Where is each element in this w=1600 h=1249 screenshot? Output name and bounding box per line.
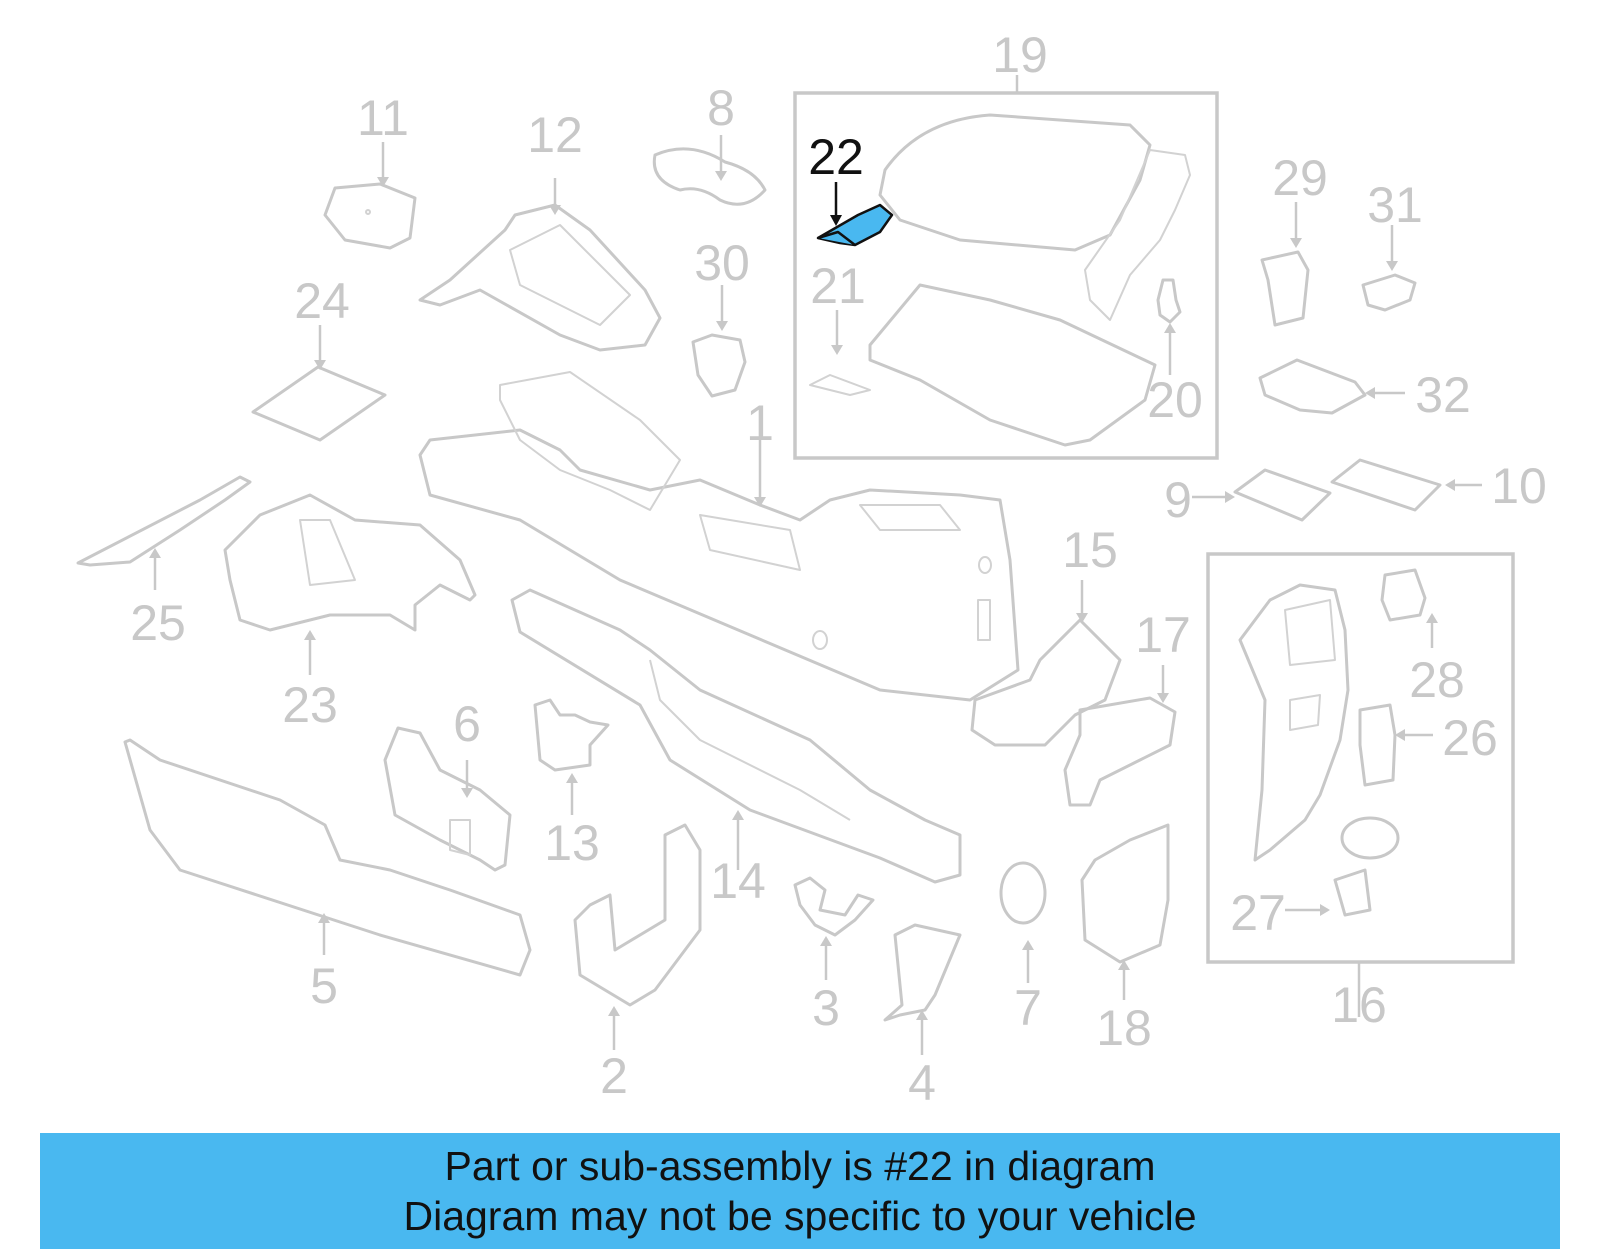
banner-line-2: Diagram may not be specific to your vehi… (403, 1193, 1197, 1239)
callout-17: 17 (1135, 607, 1191, 663)
part-5-side-panel[interactable] (123, 738, 532, 977)
part-21-storage-bin[interactable] (809, 283, 1157, 447)
part-27-cup[interactable] (1333, 816, 1400, 917)
callout-23: 23 (282, 677, 338, 733)
callout-30: 30 (694, 235, 750, 291)
callout-31: 31 (1367, 177, 1423, 233)
banner-line-1: Part or sub-assembly is #22 in diagram (444, 1143, 1156, 1189)
part-11-mat[interactable] (323, 182, 417, 250)
part-17-bracket[interactable] (1063, 696, 1177, 807)
part-6-insulator[interactable] (383, 726, 512, 872)
callout-25: 25 (130, 595, 186, 651)
callout-27: 27 (1230, 885, 1286, 941)
info-banner: Part or sub-assembly is #22 in diagram D… (40, 1133, 1560, 1249)
part-18-panel[interactable] (1080, 823, 1170, 964)
part-25-trim-strip[interactable] (76, 475, 252, 567)
shifter-subassembly-box (1206, 552, 1515, 964)
callout-26: 26 (1442, 710, 1498, 766)
part-1-console-body[interactable] (418, 371, 1020, 702)
callout-1: 1 (746, 395, 774, 451)
callout-4: 4 (908, 1055, 936, 1111)
part-26-socket[interactable] (1358, 703, 1397, 787)
callout-11: 11 (357, 90, 409, 146)
callout-22: 22 (808, 129, 864, 185)
part-4-bracket[interactable] (883, 923, 962, 1022)
callout-28: 28 (1409, 652, 1465, 708)
part-24-mat[interactable] (251, 365, 387, 442)
armrest-subassembly-box (793, 91, 1219, 460)
callout-8: 8 (707, 80, 735, 136)
callout-2: 2 (600, 1048, 628, 1104)
callout-9: 9 (1164, 472, 1192, 528)
callout-12: 12 (527, 107, 583, 163)
part-29-switch[interactable] (1260, 250, 1310, 327)
part-2-duct[interactable] (573, 823, 702, 1007)
part-9-mat[interactable] (1233, 468, 1332, 522)
callout-7: 7 (1014, 980, 1042, 1036)
part-16-shifter-assembly[interactable] (1238, 583, 1350, 862)
part-32-bracket[interactable] (1258, 358, 1367, 415)
callout-5: 5 (310, 958, 338, 1014)
callout-14: 14 (710, 853, 766, 909)
part-10-mat[interactable] (1330, 458, 1442, 512)
part-12-trim-bezel[interactable] (418, 203, 662, 352)
part-19-armrest-lid[interactable] (878, 113, 1191, 321)
callout-10: 10 (1491, 458, 1547, 514)
callout-6: 6 (453, 696, 481, 752)
part-13-clip[interactable] (533, 698, 610, 772)
part-20-bumper[interactable] (1156, 278, 1182, 324)
part-30-switch[interactable] (691, 333, 747, 398)
part-15-bracket[interactable] (970, 618, 1122, 747)
callout-20: 20 (1147, 372, 1203, 428)
callout-15: 15 (1062, 522, 1118, 578)
callout-32: 32 (1415, 367, 1471, 423)
part-8-cupholder-mat[interactable] (652, 147, 767, 206)
part-23-bin[interactable] (223, 493, 477, 632)
callout-13: 13 (544, 815, 600, 871)
callout-3: 3 (812, 980, 840, 1036)
part-31-switch[interactable] (1361, 273, 1417, 312)
part-22-highlighted[interactable] (816, 203, 894, 247)
callout-18: 18 (1096, 1000, 1152, 1056)
callout-22-arrowhead (830, 215, 842, 226)
callout-19: 19 (992, 27, 1048, 83)
callout-24: 24 (294, 273, 350, 329)
part-7-cover[interactable] (999, 861, 1047, 925)
arrowheads (149, 171, 1455, 1020)
callout-29: 29 (1272, 150, 1328, 206)
part-28-switch[interactable] (1380, 568, 1427, 622)
callout-21: 21 (810, 258, 866, 314)
callout-16: 16 (1331, 977, 1387, 1033)
part-3-bracket[interactable] (793, 876, 875, 937)
part-14-duct[interactable] (510, 588, 962, 884)
